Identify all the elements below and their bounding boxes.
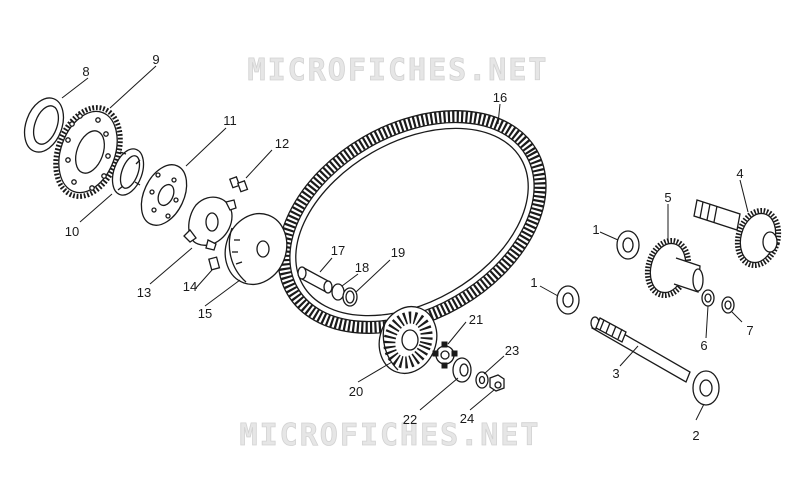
output-gear-shaft <box>693 199 782 269</box>
callout-11: 11 <box>223 113 237 128</box>
drive-belt <box>277 110 547 334</box>
clutch-plate <box>140 164 188 226</box>
nut <box>489 374 505 392</box>
slider-pieces <box>228 176 249 193</box>
callout-12: 12 <box>275 136 289 151</box>
thrust-washer <box>721 296 735 314</box>
seal-ring <box>23 97 65 153</box>
variator-roller <box>208 256 221 271</box>
variator-pulley <box>224 212 288 286</box>
callout-19: 19 <box>391 245 405 260</box>
callout-15: 15 <box>198 306 212 321</box>
callout-23: 23 <box>505 343 519 358</box>
flat-washer <box>475 371 489 389</box>
shaft-bearing <box>692 370 720 406</box>
washer <box>331 283 345 301</box>
callout-10: 10 <box>65 224 79 239</box>
callout-22: 22 <box>403 412 417 427</box>
callout-5: 5 <box>664 190 671 205</box>
callout-20: 20 <box>349 384 363 399</box>
clutch-hub <box>452 357 472 383</box>
callout-3: 3 <box>612 366 619 381</box>
callout-numbers: 8 9 10 11 12 13 14 15 16 17 18 19 20 21 … <box>65 52 754 443</box>
bearing-cage <box>111 148 145 196</box>
callout-24: 24 <box>460 411 474 426</box>
ring-gear-plate <box>53 105 123 199</box>
fan-pulley <box>378 305 438 375</box>
callout-17: 17 <box>331 243 345 258</box>
callout-7: 7 <box>746 323 753 338</box>
callout-21: 21 <box>469 312 483 327</box>
callout-8: 8 <box>82 64 89 79</box>
bearing-lower <box>556 285 580 315</box>
callout-18: 18 <box>355 260 369 275</box>
callout-13: 13 <box>137 285 151 300</box>
drive-shaft <box>590 316 691 383</box>
leader-lines <box>61 65 749 421</box>
watermark-bottom: MICROFICHES.NET <box>240 418 541 453</box>
star-washer <box>432 341 458 369</box>
callout-1-upper: 1 <box>592 222 599 237</box>
bushing <box>297 266 333 294</box>
callout-1-lower: 1 <box>530 275 537 290</box>
intermediate-gear <box>644 237 704 299</box>
shim-washer <box>701 289 715 307</box>
callout-14: 14 <box>183 279 197 294</box>
callout-16: 16 <box>493 90 507 105</box>
ramp-plate <box>183 196 237 251</box>
callout-9: 9 <box>152 52 159 67</box>
callout-6: 6 <box>700 338 707 353</box>
watermark-top: MICROFICHES.NET <box>248 53 549 88</box>
callout-2: 2 <box>692 428 699 443</box>
o-ring <box>342 287 358 307</box>
bearing-upper <box>616 230 640 260</box>
callout-4: 4 <box>736 166 743 181</box>
